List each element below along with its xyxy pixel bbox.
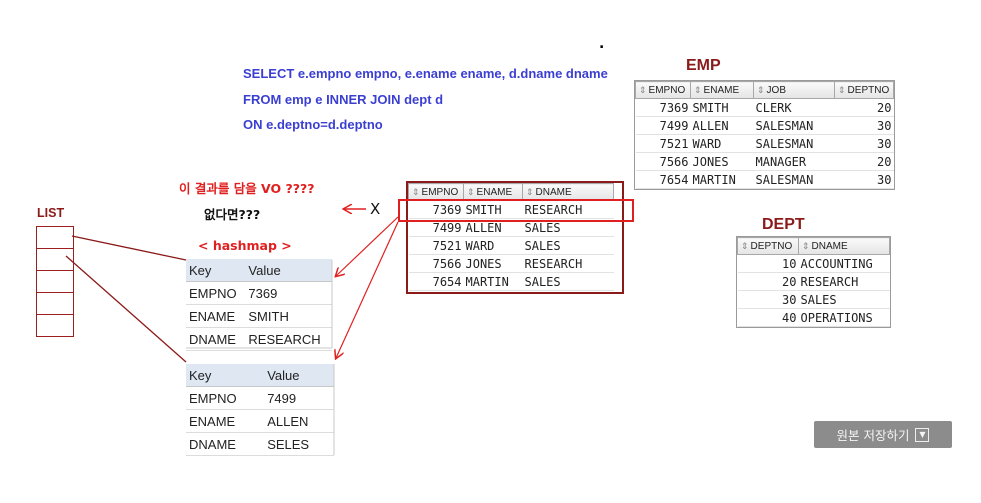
result-col-dname: DNAME (535, 186, 572, 198)
list-item (37, 227, 73, 249)
first-row-highlight (398, 199, 634, 222)
result-col-empno: EMPNO (421, 186, 459, 198)
save-original-button[interactable]: 원본 저장하기 ▼ (814, 421, 952, 448)
list-item (37, 249, 73, 271)
result-col-ename: ENAME (476, 186, 513, 198)
list-label: LIST (37, 206, 65, 220)
list-item (37, 293, 73, 315)
dept-col-dname: DNAME (811, 240, 848, 252)
hashmap2-key-header: Key (186, 364, 265, 387)
hashmap1-value-header: Value (245, 259, 332, 282)
hashmap1-key-header: Key (186, 259, 246, 282)
arrow-to-hashmap-2 (336, 221, 399, 358)
dept-title: DEPT (762, 216, 805, 233)
emp-col-ename: ENAME (703, 84, 740, 96)
if-none-note: 없다면??? (204, 207, 261, 222)
list-link-2 (65, 255, 187, 363)
list-link-1 (71, 235, 187, 261)
vo-question-note: 이 결과를 담을 VO ???? (179, 181, 315, 196)
arrow-to-hashmap-1 (336, 216, 399, 276)
hashmap2-value-header: Value (264, 364, 334, 387)
sql-line-1: SELECT e.empno empno, e.ename ename, d.d… (243, 66, 608, 81)
sql-line-3: ON e.deptno=d.deptno (243, 117, 383, 132)
emp-col-empno: EMPNO (648, 84, 686, 96)
save-original-label: 원본 저장하기 (836, 428, 910, 443)
list-item (37, 271, 73, 293)
dropdown-arrow-icon: ▼ (915, 427, 930, 442)
stray-dot: . (599, 36, 605, 52)
dept-col-deptno: DEPTNO (750, 240, 793, 252)
emp-col-deptno: DEPTNO (847, 84, 890, 96)
list-item (37, 315, 73, 337)
list-box (36, 226, 74, 337)
sql-line-2: FROM emp e INNER JOIN dept d (243, 92, 444, 107)
emp-col-job: JOB (766, 84, 786, 96)
x-mark: X (370, 200, 381, 218)
hashmap-label: < hashmap > (198, 238, 292, 253)
emp-title: EMP (686, 57, 721, 74)
